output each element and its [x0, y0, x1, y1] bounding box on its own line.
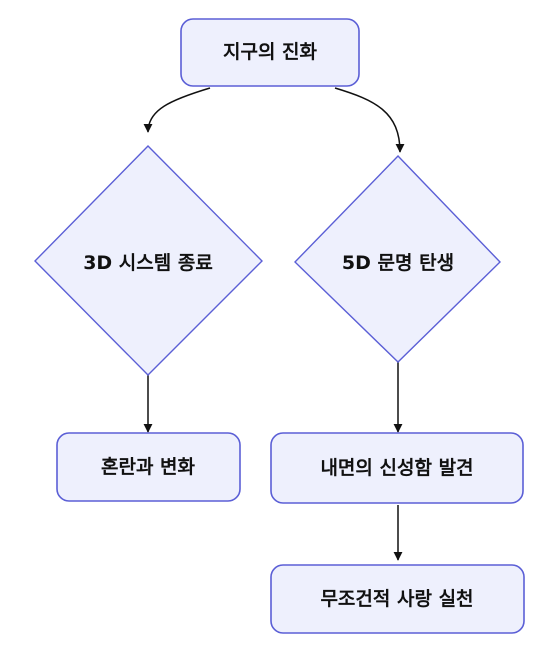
node-birth5d-label: 5D 문명 탄생	[342, 252, 454, 274]
node-root-label: 지구의 진화	[223, 41, 318, 63]
edge-root-to-birth5d	[334, 87, 405, 153]
node-love[interactable]: 무조건적 사랑 실천	[270, 564, 525, 634]
node-chaos-label: 혼란과 변화	[101, 455, 196, 478]
node-inner-label: 내면의 신성함 발견	[320, 457, 473, 479]
node-end3d[interactable]: 3D 시스템 종료	[34, 145, 263, 376]
node-end3d-label: 3D 시스템 종료	[83, 252, 213, 274]
node-root[interactable]: 지구의 진화	[180, 18, 360, 87]
node-love-label: 무조건적 사랑 실천	[320, 588, 473, 610]
edge-root-to-end3d	[143, 87, 211, 133]
node-inner[interactable]: 내면의 신성함 발견	[270, 432, 524, 504]
node-birth5d[interactable]: 5D 문명 탄생	[294, 154, 501, 363]
node-chaos[interactable]: 혼란과 변화	[56, 432, 241, 502]
